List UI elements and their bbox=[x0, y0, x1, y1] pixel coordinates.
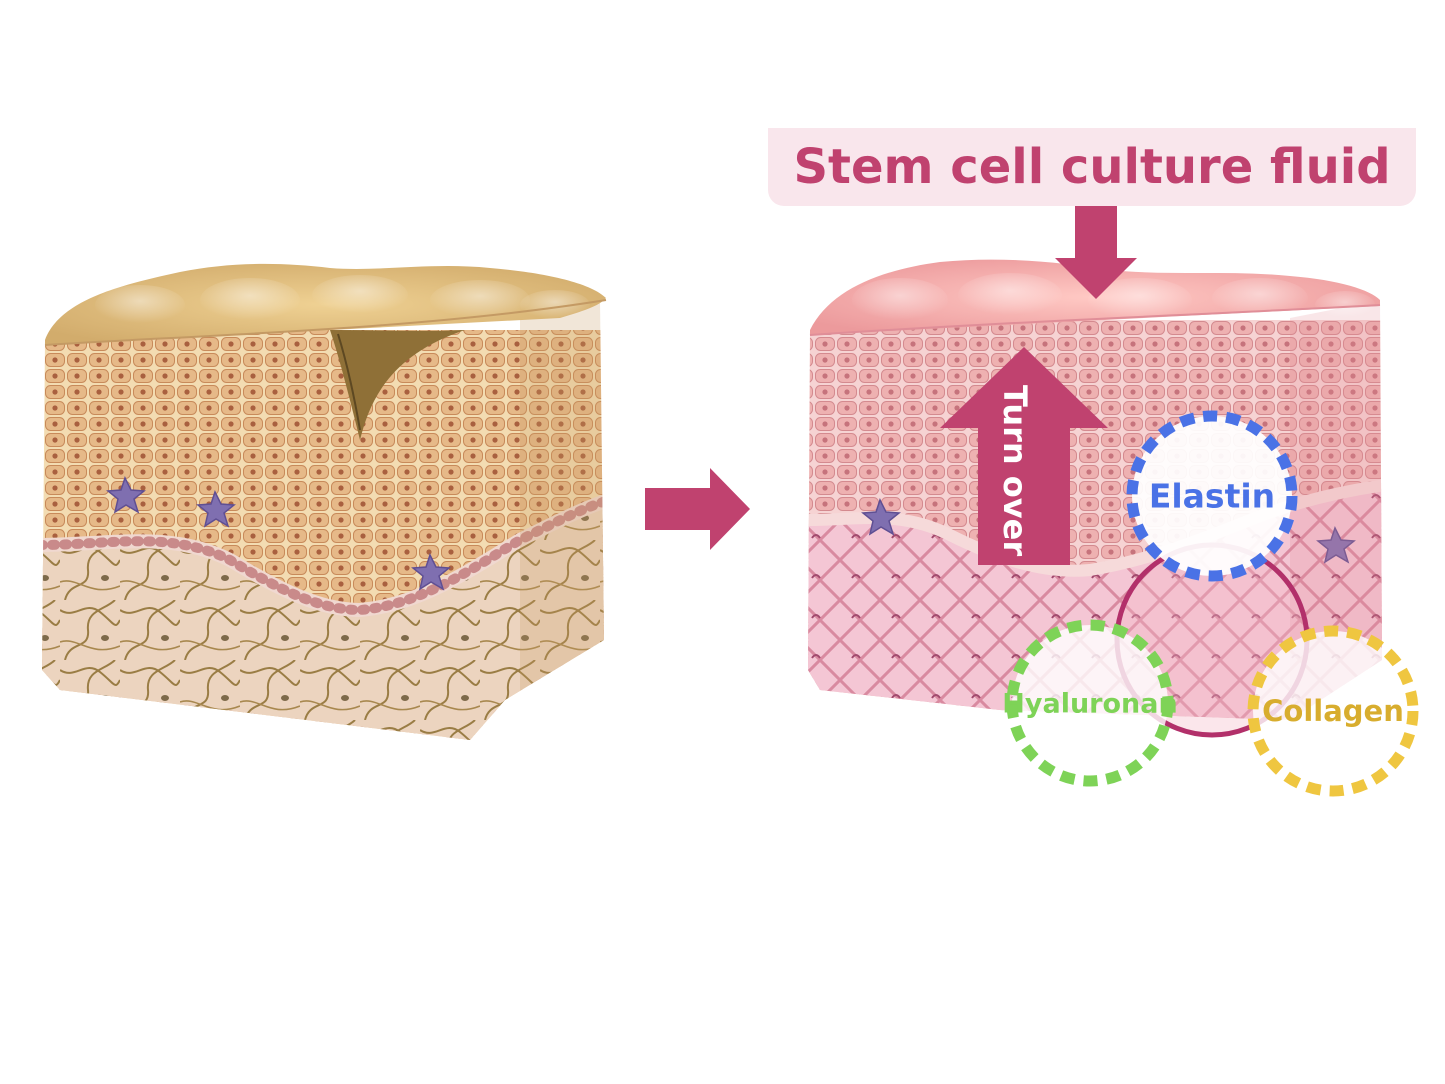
up-arrow-icon bbox=[940, 347, 1108, 565]
transition-arrow-icon bbox=[645, 468, 750, 550]
aged-skin-block bbox=[42, 263, 607, 740]
down-arrow-icon bbox=[1055, 206, 1137, 299]
diagram-title: Stem cell culture fluid bbox=[793, 139, 1391, 195]
elastin-label: Elastin bbox=[1149, 477, 1275, 516]
elastin-circle: Elastin bbox=[1126, 410, 1298, 582]
hyaluronan-circle: Hyaluronan bbox=[1002, 619, 1178, 787]
collagen-circle: Collagen bbox=[1247, 625, 1419, 797]
title-banner: Stem cell culture fluid bbox=[768, 128, 1416, 206]
turn-over-label: Turn over bbox=[996, 385, 1034, 556]
turn-over-arrow: Turn over bbox=[940, 347, 1108, 565]
collagen-label: Collagen bbox=[1262, 694, 1404, 728]
hyaluronan-label: Hyaluronan bbox=[1002, 689, 1177, 720]
